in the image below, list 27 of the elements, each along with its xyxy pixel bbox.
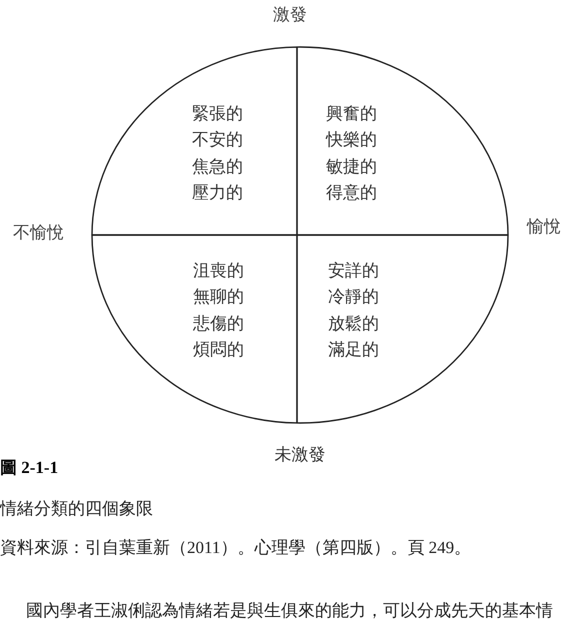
source-note: 資料來源：引自葉重新（2011）。心理學（第四版）。頁 249。 bbox=[0, 538, 472, 558]
emotion-word: 不安的 bbox=[192, 130, 243, 150]
axis-label: 不愉悅 bbox=[13, 223, 64, 243]
figure-number: 圖 2-1-1 bbox=[0, 458, 58, 478]
emotion-word: 煩悶的 bbox=[193, 340, 244, 360]
axis-label: 激發 bbox=[273, 5, 307, 25]
emotion-word: 敏捷的 bbox=[326, 156, 377, 177]
emotion-word: 冷靜的 bbox=[328, 287, 379, 308]
emotion-word: 放鬆的 bbox=[328, 314, 379, 334]
emotion-word: 安詳的 bbox=[328, 261, 379, 281]
emotion-word: 無聊的 bbox=[193, 287, 244, 308]
emotion-word: 焦急的 bbox=[192, 156, 243, 177]
emotion-word: 沮喪的 bbox=[193, 261, 244, 281]
axis-label: 愉悅 bbox=[527, 217, 561, 237]
emotion-word: 緊張的 bbox=[192, 104, 243, 124]
emotion-word: 快樂的 bbox=[326, 130, 377, 150]
axis-label: 未激發 bbox=[274, 445, 326, 465]
emotion-word: 滿足的 bbox=[328, 340, 379, 360]
emotion-word: 壓力的 bbox=[192, 182, 243, 203]
ellipse-quadrant bbox=[296, 46, 509, 236]
emotion-word: 興奮的 bbox=[326, 104, 377, 124]
ellipse-quadrant bbox=[91, 234, 298, 424]
emotion-word: 得意的 bbox=[326, 182, 377, 203]
ellipse-quadrant bbox=[296, 234, 509, 424]
ellipse-quadrant bbox=[91, 46, 298, 236]
emotion-word: 悲傷的 bbox=[193, 314, 244, 334]
body-text: 國內學者王淑俐認為情緒若是與生俱來的能力，可以分成先天的基本情 bbox=[26, 601, 553, 621]
